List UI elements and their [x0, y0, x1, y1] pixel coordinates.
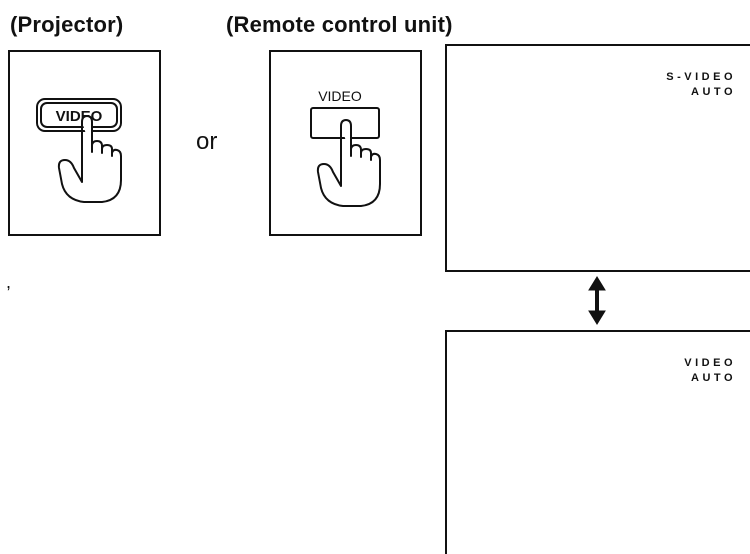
remote-control-panel: VIDEO — [269, 50, 422, 236]
projector-video-label: VIDEO — [56, 108, 103, 125]
osd-mode-label: AUTO — [691, 372, 736, 384]
osd-text: VIDEO AUTO — [684, 356, 736, 386]
or-connector: or — [196, 128, 218, 155]
osd-mode-label: AUTO — [691, 86, 736, 98]
projector-panel: VIDEO — [8, 50, 161, 236]
double-arrow-icon — [588, 276, 606, 325]
screen-svideo-auto: S-VIDEO AUTO — [445, 44, 750, 272]
screen-video-auto: VIDEO AUTO — [445, 330, 750, 554]
projector-illustration: VIDEO — [36, 98, 122, 203]
osd-input-label: VIDEO — [684, 357, 736, 369]
hand-pointer-icon — [57, 115, 122, 203]
osd-text: S-VIDEO AUTO — [666, 70, 736, 100]
stray-mark: , — [6, 272, 12, 292]
osd-input-label: S-VIDEO — [666, 71, 736, 83]
remote-video-label: VIDEO — [318, 88, 362, 104]
projector-video-button[interactable]: VIDEO — [36, 98, 122, 132]
remote-control-heading: (Remote control unit) — [226, 12, 453, 37]
remote-illustration: VIDEO — [310, 88, 381, 207]
projector-heading: (Projector) — [10, 12, 124, 37]
hand-pointer-icon — [316, 119, 381, 207]
